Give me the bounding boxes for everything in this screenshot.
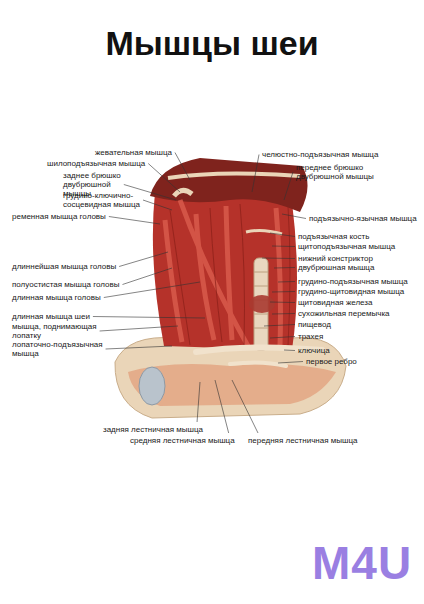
leader-line bbox=[284, 350, 295, 352]
leader-line bbox=[262, 258, 295, 260]
head-base bbox=[150, 158, 308, 212]
fiber-line bbox=[170, 210, 190, 345]
leader-line bbox=[270, 302, 295, 304]
part-label: длиннейшая мышца головы bbox=[12, 262, 116, 271]
part-label: лопаточно-подъязычная мышца bbox=[12, 340, 116, 358]
first-rib bbox=[230, 362, 286, 366]
leader-line bbox=[272, 246, 295, 248]
part-label: первое ребро bbox=[306, 357, 357, 366]
leader-line bbox=[215, 380, 229, 433]
leader-line bbox=[122, 268, 172, 285]
part-label: шилоподъязычная мышца bbox=[47, 159, 145, 168]
part-label: щитоподъязычная мышца bbox=[298, 242, 395, 251]
leader-line bbox=[93, 317, 205, 319]
part-label: грудино-щитовидная мышца bbox=[298, 287, 404, 296]
trachea-ring bbox=[254, 286, 268, 287]
part-label: длинная мышца головы bbox=[12, 293, 101, 302]
part-label: ключица bbox=[298, 346, 330, 355]
part-label: щитовидная железа bbox=[298, 298, 372, 307]
part-label: переднее брюшко двубрюшной мышцы bbox=[296, 163, 374, 181]
leader-line bbox=[274, 267, 295, 269]
vertebra bbox=[139, 367, 165, 405]
part-label: подъязычная кость bbox=[298, 232, 369, 241]
trachea-ring bbox=[254, 328, 268, 329]
mastoid bbox=[174, 190, 192, 196]
fiber-line bbox=[210, 208, 222, 342]
leader-line bbox=[175, 153, 190, 181]
muscle-band bbox=[165, 220, 182, 342]
part-label: длинная мышца шеи bbox=[12, 312, 90, 321]
leader-line bbox=[270, 337, 295, 339]
trachea-ring bbox=[254, 272, 268, 273]
part-label: челюстно-подъязычная мышца bbox=[262, 150, 378, 159]
trachea-ring bbox=[254, 314, 268, 315]
part-label: нижний констриктор bbox=[298, 254, 373, 263]
part-label: трахея bbox=[298, 332, 323, 341]
leader-line bbox=[197, 382, 200, 422]
cut-surface bbox=[128, 364, 336, 406]
leader-line bbox=[106, 346, 172, 349]
leader-line bbox=[272, 291, 295, 293]
part-label: задняя лестничная мышца bbox=[103, 425, 203, 434]
leader-line bbox=[270, 233, 295, 237]
leader-line bbox=[109, 217, 160, 225]
leader-line bbox=[278, 281, 295, 283]
fiber-line bbox=[240, 204, 245, 345]
part-label: полуостистая мышца головы bbox=[12, 280, 119, 289]
part-label: подъязычно-язычная мышца bbox=[309, 214, 417, 223]
leader-line bbox=[232, 380, 258, 433]
part-label: грудино-ключично-сосцевидная мышца bbox=[63, 191, 141, 209]
sternocleidomastoid bbox=[180, 200, 248, 346]
hyoid-bone bbox=[246, 230, 282, 234]
leader-line bbox=[284, 172, 293, 200]
muscle-band bbox=[226, 206, 232, 340]
leader-line bbox=[143, 200, 172, 210]
part-label: сухожильная перемычка bbox=[298, 309, 390, 318]
part-label: жевательная мышца bbox=[95, 148, 172, 157]
leader-line bbox=[252, 155, 259, 193]
part-label: передняя лестничная мышца bbox=[248, 436, 357, 445]
shoulder-base bbox=[115, 338, 346, 419]
part-label: пищевод bbox=[298, 320, 331, 329]
leader-line bbox=[282, 214, 306, 219]
leader-line bbox=[100, 326, 178, 331]
leader-line bbox=[264, 325, 295, 327]
leader-line bbox=[148, 164, 180, 193]
leader-line bbox=[272, 313, 295, 315]
watermark: M4U bbox=[312, 538, 412, 588]
part-label: средняя лестничная мышца bbox=[130, 436, 235, 445]
leader-line bbox=[119, 252, 168, 267]
part-label: грудино-подъязычная мышца bbox=[298, 277, 408, 286]
part-label: ременная мышца головы bbox=[12, 212, 106, 221]
title: Мышцы шеи bbox=[0, 24, 424, 63]
part-label: мышца, поднимающая лопатку bbox=[12, 322, 112, 340]
part-label: двубрюшная мышца bbox=[298, 263, 374, 272]
thyroid-gland bbox=[249, 295, 275, 313]
leader-line bbox=[278, 362, 303, 364]
